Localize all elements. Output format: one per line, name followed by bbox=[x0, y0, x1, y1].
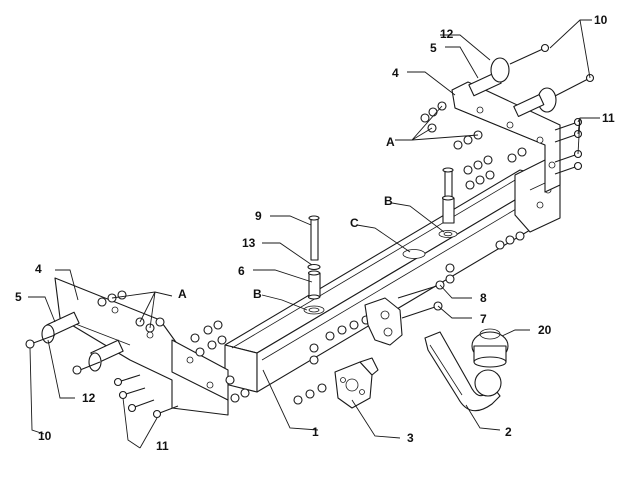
label-a-left: A bbox=[178, 287, 187, 301]
label-12-left: 12 bbox=[82, 391, 96, 405]
electrical-socket-plate bbox=[334, 357, 379, 409]
right-bracket-nuts bbox=[420, 101, 527, 250]
tow-ball-arm bbox=[424, 331, 502, 412]
label-4-left: 4 bbox=[35, 262, 42, 276]
tow-ball-cover bbox=[471, 328, 509, 368]
label-20: 20 bbox=[538, 323, 552, 337]
leader-lines bbox=[28, 19, 600, 449]
hole-c bbox=[402, 249, 426, 259]
label-7: 7 bbox=[480, 312, 487, 326]
label-9: 9 bbox=[255, 209, 262, 223]
washer-13 bbox=[307, 263, 321, 271]
label-1: 1 bbox=[312, 425, 319, 439]
beam-mounting-holes bbox=[303, 230, 458, 315]
label-4-right: 4 bbox=[392, 66, 399, 80]
label-6: 6 bbox=[238, 264, 245, 278]
bolt-stack-left bbox=[307, 215, 321, 300]
bolt-stack-right bbox=[441, 167, 455, 224]
label-c: C bbox=[350, 216, 359, 230]
left-bracket-nuts bbox=[97, 290, 250, 403]
label-12-right: 12 bbox=[440, 27, 454, 41]
label-3: 3 bbox=[407, 431, 414, 445]
label-b-left: B bbox=[253, 287, 262, 301]
label-13: 13 bbox=[242, 236, 256, 250]
label-11-left: 11 bbox=[156, 439, 169, 453]
left-spacers-assembly bbox=[25, 311, 179, 419]
lower-beam-nuts bbox=[293, 263, 455, 405]
label-11-right: 11 bbox=[602, 111, 615, 125]
spacer-6 bbox=[308, 272, 321, 298]
label-10-left: 10 bbox=[38, 429, 52, 443]
left-side-bracket bbox=[54, 277, 250, 416]
label-5-right: 5 bbox=[430, 41, 437, 55]
label-2: 2 bbox=[505, 425, 512, 439]
label-10-right: 10 bbox=[594, 13, 608, 27]
part-labels: 1 2 3 4 4 5 5 6 7 8 9 10 10 11 11 12 12 … bbox=[15, 13, 615, 453]
label-8: 8 bbox=[480, 291, 487, 305]
right-side-bracket bbox=[420, 81, 561, 250]
label-b-right: B bbox=[384, 194, 393, 208]
label-a-right: A bbox=[386, 135, 395, 149]
label-5-left: 5 bbox=[15, 290, 22, 304]
